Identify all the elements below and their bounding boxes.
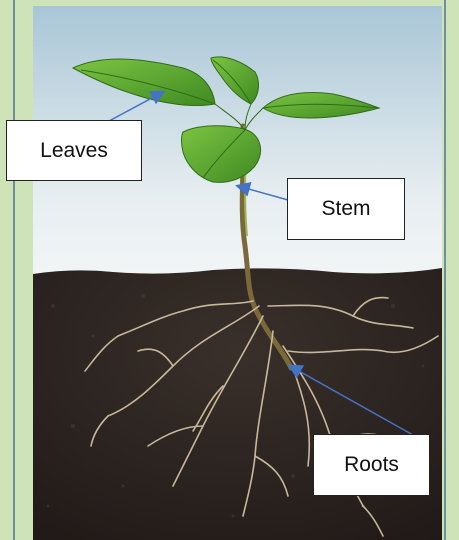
roots-arrow [290,366,413,435]
roots-label: Roots [313,434,430,496]
stem-label: Stem [287,178,405,240]
stem-arrow [238,186,288,200]
leaves-label: Leaves [6,120,142,181]
